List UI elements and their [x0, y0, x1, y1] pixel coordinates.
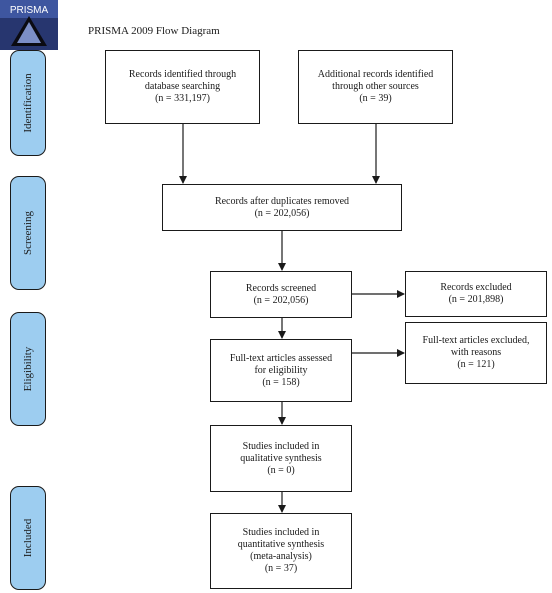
stage-identification: Identification: [10, 50, 46, 156]
box-other-records: Additional records identified through ot…: [298, 50, 453, 124]
box-quantitative-synthesis: Studies included in quantitative synthes…: [210, 513, 352, 589]
box-after-duplicates: Records after duplicates removed (n = 20…: [162, 184, 402, 231]
box-fulltext-excluded: Full-text articles excluded, with reason…: [405, 322, 547, 384]
box-qualitative-synthesis: Studies included in qualitative synthesi…: [210, 425, 352, 492]
svg-text:PRISMA: PRISMA: [10, 5, 49, 16]
box-records-screened: Records screened (n = 202,056): [210, 271, 352, 318]
diagram-title: PRISMA 2009 Flow Diagram: [88, 25, 220, 37]
stage-eligibility: Eligibility: [10, 312, 46, 426]
box-fulltext-assessed: Full-text articles assessed for eligibil…: [210, 339, 352, 402]
box-records-excluded: Records excluded (n = 201,898): [405, 271, 547, 317]
stage-screening: Screening: [10, 176, 46, 290]
stage-included: Included: [10, 486, 46, 590]
prisma-logo: PRISMA: [0, 0, 58, 50]
box-database-records: Records identified through database sear…: [105, 50, 260, 124]
